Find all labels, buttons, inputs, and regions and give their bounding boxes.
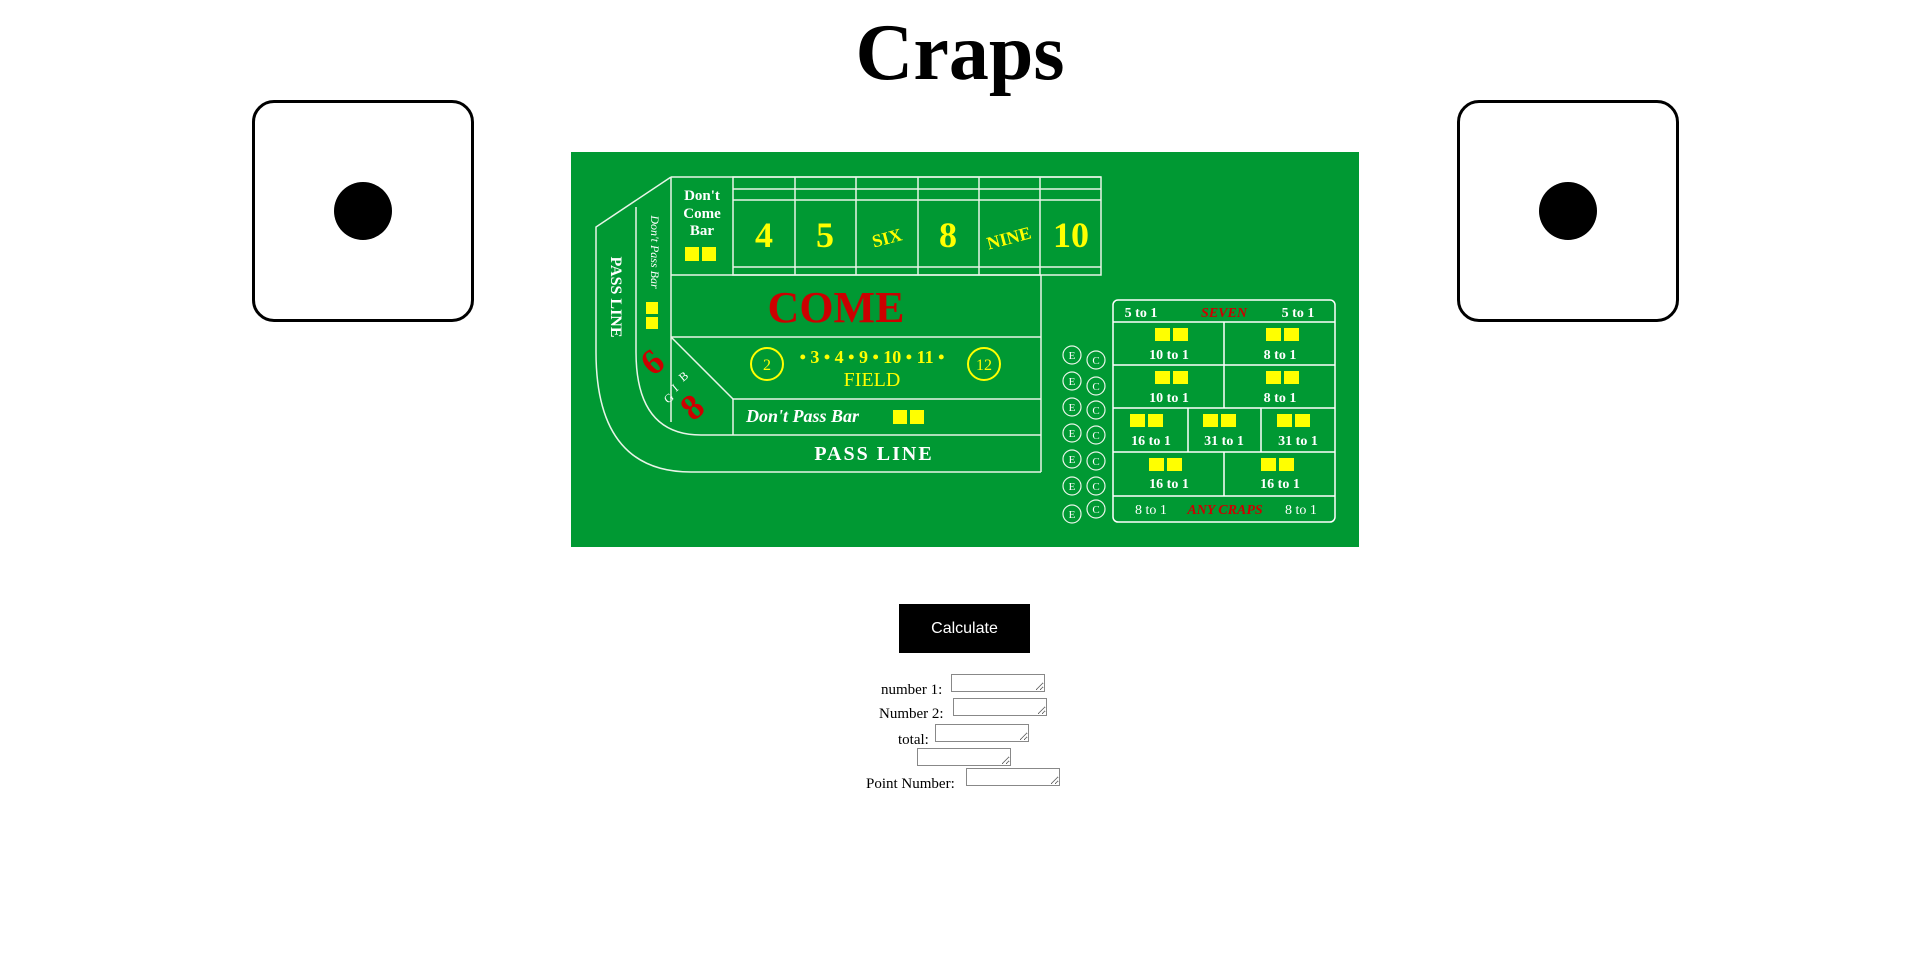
dont-pass-bar-vertical-label: Don't Pass Bar [648,214,662,289]
die-right[interactable] [1457,100,1679,322]
any-craps-odds-right: 8 to 1 [1285,503,1317,518]
seven-odds-right: 5 to 1 [1282,306,1315,321]
point-number[interactable]: 4 [755,215,773,255]
point-number[interactable]: 5 [816,215,834,255]
dont-pass-bar-label[interactable]: Don't Pass Bar [745,406,860,426]
e-bet[interactable]: E [1069,350,1076,362]
e-bet[interactable]: E [1069,454,1076,466]
pass-line-label[interactable]: PASS LINE [814,443,933,465]
die-pip-icon [1539,182,1597,240]
c-bet[interactable]: C [1092,456,1099,468]
c-bet[interactable]: C [1092,430,1099,442]
e-bet[interactable]: E [1069,402,1076,414]
field-label[interactable]: FIELD [844,369,901,391]
total-label: total: [898,732,929,748]
dont-come-line-3: Bar [690,223,715,239]
hardway-odds[interactable]: 8 to 1 [1264,348,1297,363]
field-circle-12: 12 [976,357,992,374]
e-bet[interactable]: E [1069,481,1076,493]
field-circle-2: 2 [763,357,771,374]
page-title: Craps [855,9,1065,97]
c-bet[interactable]: C [1092,355,1099,367]
prop-odds[interactable]: 16 to 1 [1149,477,1189,492]
die-pip-icon [334,182,392,240]
hardway-odds[interactable]: 10 to 1 [1149,391,1189,406]
point-number-label: Point Number: [866,776,955,792]
point-number-field[interactable] [966,768,1060,786]
c-bet[interactable]: C [1092,381,1099,393]
c-bet[interactable]: C [1092,481,1099,493]
calculate-button[interactable]: Calculate [899,604,1030,653]
e-bet[interactable]: E [1069,376,1076,388]
craps-table: PASS LINE Don't Pass Bar Don't Come Bar … [571,152,1359,547]
pass-line-vertical-label: PASS LINE [607,256,624,337]
hardway-odds[interactable]: 8 to 1 [1264,391,1297,406]
dont-come-line-2: Come [683,206,721,222]
die-left[interactable] [252,100,474,322]
seven-label[interactable]: SEVEN [1201,306,1248,321]
c-bet[interactable]: C [1092,405,1099,417]
prop-odds[interactable]: 16 to 1 [1260,477,1300,492]
result-field[interactable] [917,748,1011,766]
e-bet[interactable]: E [1069,428,1076,440]
seven-odds-left: 5 to 1 [1125,306,1158,321]
point-number[interactable]: 8 [939,215,957,255]
field-numbers: • 3 • 4 • 9 • 10 • 11 • [800,347,945,367]
number1-label: number 1: [881,682,943,698]
prop-odds[interactable]: 31 to 1 [1278,434,1318,449]
number2-field[interactable] [953,698,1047,716]
dont-come-line-1: Don't [684,188,720,204]
hardway-odds[interactable]: 10 to 1 [1149,348,1189,363]
come-label[interactable]: COME [768,283,905,332]
c-bet[interactable]: C [1092,504,1099,516]
any-craps-odds-left: 8 to 1 [1135,503,1167,518]
total-field[interactable] [935,724,1029,742]
number1-field[interactable] [951,674,1045,692]
prop-odds[interactable]: 16 to 1 [1131,434,1171,449]
e-bet[interactable]: E [1069,509,1076,521]
point-number[interactable]: 10 [1053,215,1089,255]
calc-form: number 1: Number 2: total: Point Number: [0,674,1920,793]
prop-odds[interactable]: 31 to 1 [1204,434,1244,449]
number2-label: Number 2: [879,706,944,722]
any-craps-label[interactable]: ANY CRAPS [1186,503,1263,518]
